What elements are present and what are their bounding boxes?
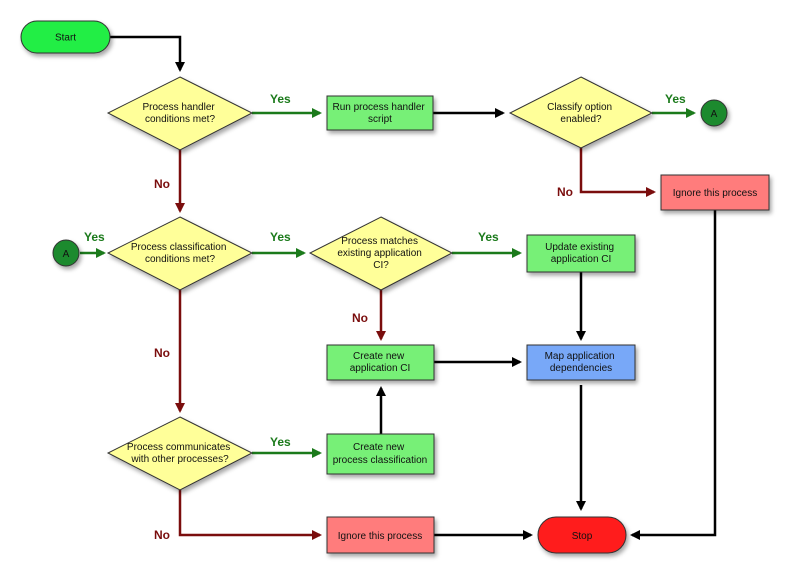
run-script-label: Run process handler script <box>332 102 427 125</box>
connector-a-top: A <box>700 99 728 127</box>
process-ignore-bottom: Ignore this process <box>326 516 435 554</box>
map-deps-line-1: Map application <box>545 351 615 362</box>
label-no-d1: No <box>154 177 170 191</box>
label-no-classify: No <box>557 185 573 199</box>
connector-a-left: A <box>52 239 80 267</box>
label-yes-d3: Yes <box>478 230 499 244</box>
decision-handler-conditions-label: Process handler conditions met? <box>142 102 217 125</box>
process-map-dependencies: Map application dependencies <box>526 344 636 381</box>
run-script-line-2: script <box>368 114 392 125</box>
d3-line-3: CI? <box>373 260 389 271</box>
label-no-d4: No <box>154 528 170 542</box>
d1-line-2: conditions met? <box>145 114 215 125</box>
decision-classification-conditions: Process classification conditions met? <box>106 216 254 291</box>
edges <box>80 35 717 540</box>
connector-a-top-label: A <box>711 109 718 120</box>
create-class-line-1: Create new <box>353 442 405 453</box>
d2-line-2: conditions met? <box>145 254 215 265</box>
decision-matches-label: Process matches existing application CI? <box>337 236 424 271</box>
create-ci-line-1: Create new <box>353 351 405 362</box>
edge-d4-no <box>178 490 322 540</box>
stop-node: Stop <box>537 516 627 554</box>
label-yes-d2: Yes <box>270 230 291 244</box>
classify-line-1: Classify option <box>547 102 612 113</box>
stop-node-label: Stop <box>572 531 593 542</box>
update-ci-line-2: application CI <box>551 254 612 265</box>
label-yes-d4: Yes <box>270 435 291 449</box>
map-deps-label: Map application dependencies <box>545 351 618 374</box>
label-yes-a: Yes <box>84 230 105 244</box>
ignore-top-label: Ignore this process <box>673 188 758 199</box>
connector-a-left-label: A <box>63 249 70 260</box>
process-update-existing-ci: Update existing application CI <box>526 234 636 273</box>
start-node: Start <box>20 20 111 54</box>
update-ci-line-1: Update existing <box>545 242 614 253</box>
decision-communicates: Process communicates with other processe… <box>106 416 254 491</box>
d3-line-2: existing application <box>337 248 422 259</box>
decision-classify-option: Classify option enabled? <box>508 76 654 149</box>
decision-handler-conditions: Process handler conditions met? <box>106 76 254 151</box>
label-no-d2: No <box>154 346 170 360</box>
d4-line-2: with other processes? <box>130 454 229 465</box>
ignore-bottom-label: Ignore this process <box>338 531 423 542</box>
edge-labels: Yes Yes No No Yes Yes Yes No No Yes No <box>84 92 686 542</box>
label-yes-d1: Yes <box>270 92 291 106</box>
create-class-line-2: process classification <box>333 455 427 466</box>
process-run-handler-script: Run process handler script <box>326 95 434 131</box>
process-create-new-ci: Create new application CI <box>326 344 435 381</box>
decision-communicates-label: Process communicates with other processe… <box>127 442 233 465</box>
d1-line-1: Process handler <box>142 102 215 113</box>
process-create-classification: Create new process classification <box>326 433 435 475</box>
label-yes-classify: Yes <box>665 92 686 106</box>
classify-line-2: enabled? <box>560 114 602 125</box>
create-ci-line-2: application CI <box>350 363 411 374</box>
d3-line-1: Process matches <box>341 236 418 247</box>
decision-matches-existing-ci: Process matches existing application CI? <box>308 216 454 291</box>
label-no-d3: No <box>352 311 368 325</box>
run-script-line-1: Run process handler <box>332 102 425 113</box>
update-ci-label: Update existing application CI <box>545 242 617 265</box>
edge-classify-no <box>579 148 656 197</box>
process-ignore-top: Ignore this process <box>660 174 770 211</box>
create-ci-label: Create new application CI <box>350 351 411 374</box>
create-class-label: Create new process classification <box>333 442 427 466</box>
d4-line-1: Process communicates <box>127 442 230 453</box>
edge-start-to-d1 <box>110 35 185 72</box>
d2-line-1: Process classification <box>131 242 227 253</box>
map-deps-line-2: dependencies <box>550 363 612 374</box>
decision-classification-label: Process classification conditions met? <box>131 242 229 265</box>
decision-classify-label: Classify option enabled? <box>547 102 615 125</box>
edge-ignore-top-to-stop <box>630 210 717 540</box>
start-node-label: Start <box>55 33 76 44</box>
nodes: Start Process handler conditions met? Ru… <box>20 20 770 554</box>
